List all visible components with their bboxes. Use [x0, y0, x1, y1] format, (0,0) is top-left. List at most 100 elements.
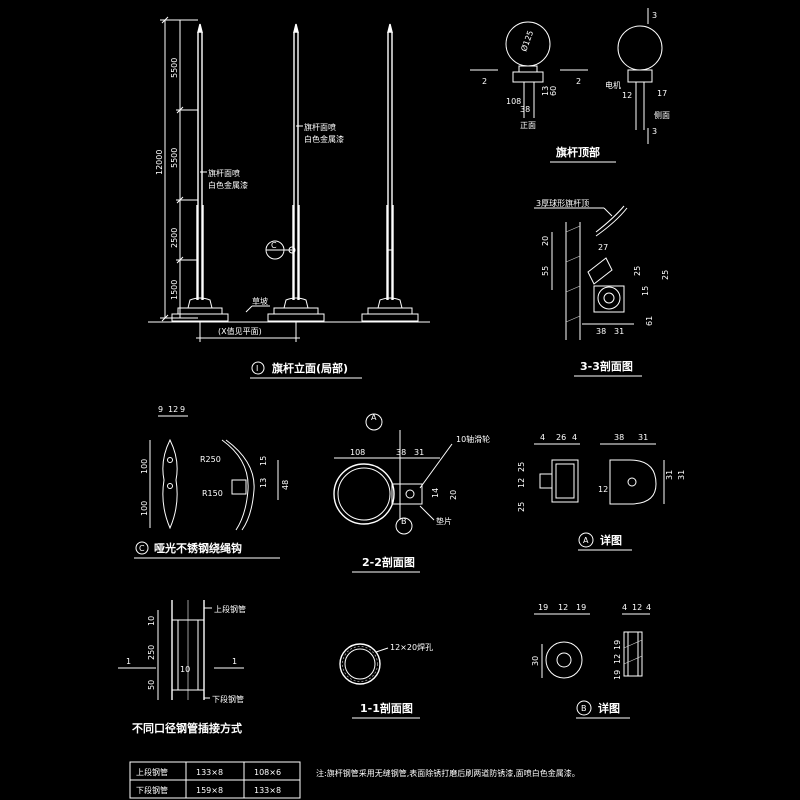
- detail-b: 19 12 19 30 4 12 4 19 12 19 B 详图: [531, 603, 651, 719]
- s22-label-plate: 垫片: [436, 516, 452, 526]
- s22-dim-108: 108: [350, 448, 365, 457]
- s33-dim-27: 27: [598, 243, 608, 252]
- flagpole-elevation: 12000 5500 5500 2500 1500 旗杆面喷 白色金属漆 旗杆面…: [148, 16, 430, 379]
- deta-d4b: 4: [572, 433, 577, 442]
- table-row1-name: 上段钢管: [136, 767, 168, 777]
- detb-r12: 12: [613, 654, 622, 664]
- hook-d9a: 9: [158, 405, 163, 414]
- joint-d10: 10: [147, 616, 156, 626]
- s33-dim-61: 61: [645, 316, 654, 326]
- elevation-marker: I: [256, 364, 258, 373]
- table-row2-a: 159×8: [196, 786, 223, 795]
- s33-dim-55: 55: [541, 266, 550, 276]
- table-row2-name: 下段钢管: [136, 785, 168, 795]
- dim-base: 1500: [170, 280, 179, 300]
- table-row1-b: 108×6: [254, 768, 281, 777]
- section-1-1: 12×20焊孔 1-1剖面图: [339, 642, 433, 719]
- note-mid-1: 旗杆面喷: [304, 122, 336, 132]
- s22-mark-a: A: [371, 413, 377, 422]
- elevation-title: 旗杆立面(局部): [272, 361, 348, 375]
- s33-dim-20: 20: [541, 236, 550, 246]
- top-dim-38: 38: [520, 105, 530, 114]
- s22-dim-31: 31: [414, 448, 424, 457]
- top-dim-108: 108: [506, 97, 521, 106]
- deta-d26: 26: [556, 433, 566, 442]
- hook-d15: 15: [259, 456, 268, 466]
- joint-upper: 上段钢管: [214, 604, 246, 614]
- joint-d50: 50: [147, 680, 156, 690]
- joint-title: 不同口径钢管插接方式: [132, 721, 242, 735]
- top-dim-12: 12: [622, 91, 632, 100]
- section-3-3: 3厚球形旗杆顶 20 55 27 25 15 25 61 38 31 3-3剖面…: [534, 198, 670, 377]
- deta-d31: 31: [638, 433, 648, 442]
- hook-marker: C: [139, 544, 145, 553]
- detb-marker: B: [581, 704, 587, 713]
- s33-dim-25a: 25: [633, 266, 642, 276]
- s33-dim-31: 31: [614, 327, 624, 336]
- deta-title: 详图: [600, 533, 622, 547]
- s33-dim-15: 15: [641, 286, 650, 296]
- front-label: 正面: [520, 121, 536, 130]
- note-left-1: 旗杆面喷: [208, 168, 240, 178]
- s22-dim-38: 38: [396, 448, 406, 457]
- deta-dr31a: 31: [665, 470, 674, 480]
- sec-2-right: 2: [576, 77, 581, 86]
- pipe-joint: 上段钢管 下段钢管 1 1 10 250 50 10 不同口径钢管插接方式: [118, 600, 246, 735]
- sec-2-left: 2: [482, 77, 487, 86]
- detb-d19b: 19: [576, 603, 586, 612]
- deta-d4a: 4: [540, 433, 545, 442]
- dim-top: 5500: [170, 58, 179, 78]
- table-row2-b: 133×8: [254, 786, 281, 795]
- callout-c: C: [271, 241, 277, 250]
- detb-t4a: 4: [622, 603, 627, 612]
- hook-d100a: 100: [140, 459, 149, 474]
- ground-label: 草坡: [252, 296, 268, 306]
- footnote: 注:旗杆钢管采用无缝钢管,表面除锈打磨后刷两道防锈漆,面喷白色金属漆。: [316, 768, 580, 778]
- sec-3-bot: 3: [652, 127, 657, 136]
- table-row1-a: 133×8: [196, 768, 223, 777]
- s22-mark-b: B: [401, 517, 407, 526]
- deta-marker: A: [583, 536, 589, 545]
- top-dim-13: 13: [541, 86, 550, 96]
- detb-t4b: 4: [646, 603, 651, 612]
- hook-title: 哑光不锈钢绕绳钩: [154, 541, 242, 555]
- hook-d9b: 9: [180, 405, 185, 414]
- detb-t12: 12: [632, 603, 642, 612]
- top-title: 旗杆顶部: [556, 145, 600, 159]
- s22-dim-14: 14: [431, 488, 440, 498]
- hook-d48: 48: [281, 480, 290, 490]
- side-label: 侧面: [654, 110, 670, 120]
- deta-d38: 38: [614, 433, 624, 442]
- dim-low: 2500: [170, 228, 179, 248]
- detail-a: 4 26 4 25 12 25 38 31 12 31 31 A 详图: [517, 433, 686, 551]
- s33-note: 3厚球形旗杆顶: [536, 198, 589, 208]
- s33-title: 3-3剖面图: [580, 359, 633, 373]
- pipe-table: 上段钢管 133×8 108×6 下段钢管 159×8 133×8: [129, 761, 301, 799]
- dim-mid: 5500: [170, 148, 179, 168]
- detb-d19a: 19: [538, 603, 548, 612]
- motor-label: 电机: [605, 80, 621, 90]
- detb-r19a: 19: [613, 640, 622, 650]
- deta-dr31b: 31: [677, 470, 686, 480]
- hook-d13: 13: [259, 478, 268, 488]
- s22-title: 2-2剖面图: [362, 555, 415, 569]
- deta-dl12: 12: [517, 478, 526, 488]
- top-dim-60: 60: [549, 86, 558, 96]
- s22-label-wheel: 10轴滑轮: [456, 434, 490, 444]
- joint-d250: 250: [147, 645, 156, 660]
- detb-d12: 12: [558, 603, 568, 612]
- joint-d10b: 10: [180, 665, 190, 674]
- section-2-2: A B 108 38 31 10轴滑轮 14 20 垫片 2-2剖面图: [333, 413, 490, 573]
- joint-lower: 下段钢管: [212, 694, 244, 704]
- s11-label: 12×20焊孔: [390, 642, 433, 652]
- detb-r19b: 19: [613, 670, 622, 680]
- deta-dl25a: 25: [517, 462, 526, 472]
- note-left-2: 白色金属漆: [208, 180, 248, 190]
- hook-r150: R150: [202, 489, 223, 498]
- joint-sec-right: 1: [232, 657, 237, 666]
- s22-dim-20: 20: [449, 490, 458, 500]
- deta-d12: 12: [598, 485, 608, 494]
- s33-dim-38: 38: [596, 327, 606, 336]
